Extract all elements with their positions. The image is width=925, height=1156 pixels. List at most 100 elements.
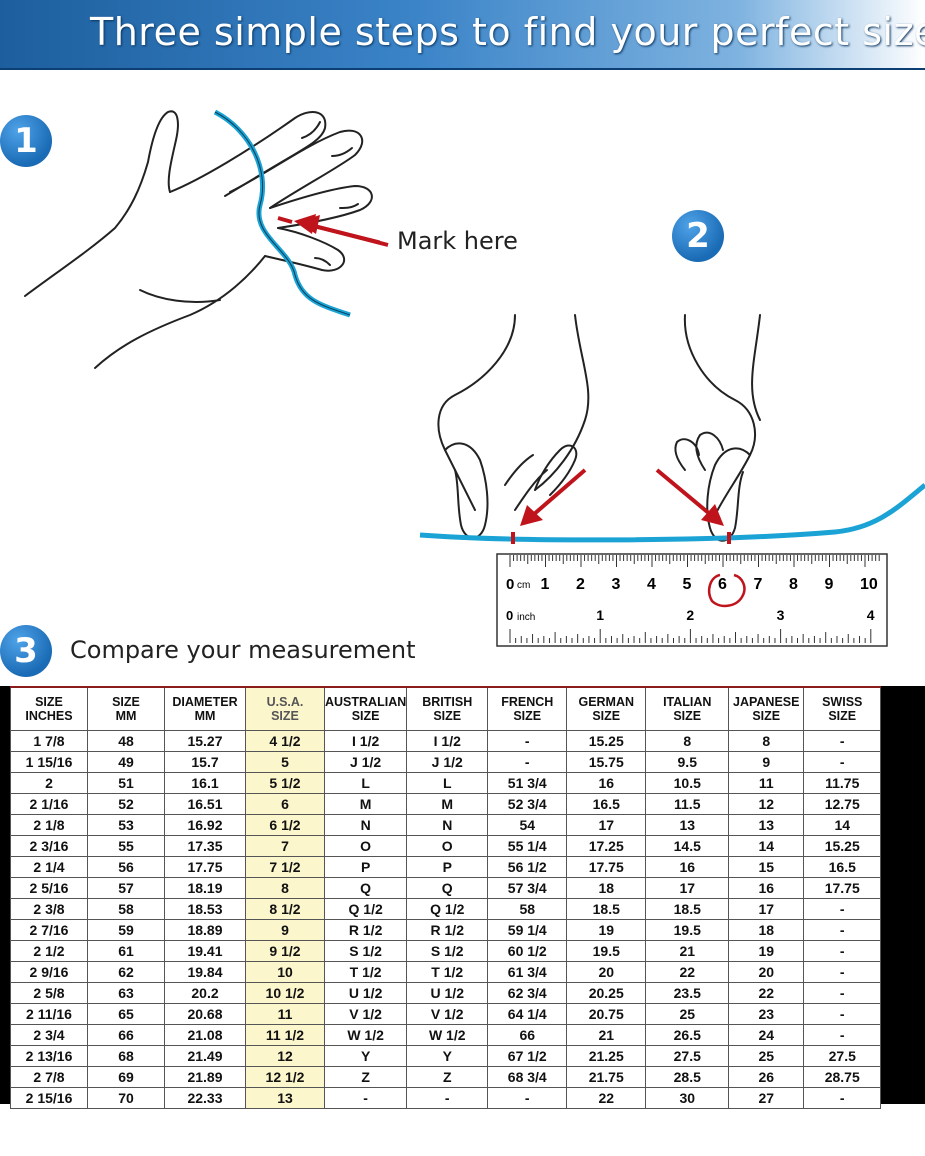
column-header-line: DIAMETER <box>172 695 238 709</box>
cell-italian-size: 14.5 <box>645 835 730 857</box>
column-header-line: U.S.A. <box>266 695 304 709</box>
cell-japanese-size: 12 <box>728 793 805 815</box>
step-2-badge: 2 <box>672 210 724 262</box>
cell-italian-size: 21 <box>645 940 730 962</box>
arrow-right-icon <box>655 468 724 526</box>
cell-italian-size: 19.5 <box>645 919 730 941</box>
cell-japanese-size: 14 <box>728 835 805 857</box>
cell-british-size: - <box>406 1087 489 1109</box>
cell-german-size: 16.5 <box>566 793 647 815</box>
cell-german-size: 18 <box>566 877 647 899</box>
cell-japanese-size: 22 <box>728 982 805 1004</box>
column-header-line: MM <box>115 709 137 723</box>
cell-size-mm: 61 <box>87 940 165 962</box>
cell-italian-size: 25 <box>645 1003 730 1025</box>
cell-australian-size: M <box>323 793 408 815</box>
cm-tick-label: 1 <box>541 576 550 593</box>
measuring-string <box>419 483 925 543</box>
column-header-line: AUSTRALIAN <box>325 695 407 709</box>
ruler-cm-unit: cm <box>517 580 530 591</box>
cell-british-size: R 1/2 <box>406 919 489 941</box>
cell-diameter-mm: 18.89 <box>164 919 246 941</box>
cell-usa-size: 10 <box>245 961 325 983</box>
column-header-line: SWISS <box>822 695 863 709</box>
cell-french-size: 60 1/2 <box>487 940 568 962</box>
cell-japanese-size: 16 <box>728 877 805 899</box>
cell-size-inches: 1 15/16 <box>10 751 88 773</box>
hands-holding-string-illustration <box>419 314 925 544</box>
cell-japanese-size: 9 <box>728 751 805 773</box>
cell-japanese-size: 20 <box>728 961 805 983</box>
cell-italian-size: 16 <box>645 856 730 878</box>
cell-diameter-mm: 16.1 <box>164 772 246 794</box>
column-header-line: SIZE <box>592 709 621 723</box>
inch-tick-label: 2 <box>686 607 694 623</box>
cell-swiss-size: - <box>803 940 882 962</box>
ruler-inch-unit: inch <box>517 612 535 623</box>
cell-usa-size: 6 1/2 <box>245 814 325 836</box>
cell-french-size: 55 1/4 <box>487 835 568 857</box>
cell-size-mm: 63 <box>87 982 165 1004</box>
cell-australian-size: T 1/2 <box>323 961 408 983</box>
cell-french-size: 56 1/2 <box>487 856 568 878</box>
step-1-badge: 1 <box>0 115 52 167</box>
cell-australian-size: Z <box>323 1066 408 1088</box>
cell-swiss-size: 28.75 <box>803 1066 882 1088</box>
inch-tick-label: 1 <box>596 607 604 623</box>
cell-german-size: 17.75 <box>566 856 647 878</box>
column-header-line: SIZE <box>271 709 299 723</box>
cell-italian-size: 28.5 <box>645 1066 730 1088</box>
cell-british-size: M <box>406 793 489 815</box>
cell-australian-size: P <box>323 856 408 878</box>
cell-size-inches: 2 7/16 <box>10 919 88 941</box>
cell-british-size: W 1/2 <box>406 1024 489 1046</box>
cell-british-size: Y <box>406 1045 489 1067</box>
cell-size-inches: 2 7/8 <box>10 1066 88 1088</box>
cell-diameter-mm: 21.89 <box>164 1066 246 1088</box>
cell-french-size: - <box>487 1087 568 1109</box>
cell-british-size: T 1/2 <box>406 961 489 983</box>
cm-tick-label: 3 <box>612 576 621 593</box>
cell-german-size: 19 <box>566 919 647 941</box>
cell-swiss-size: 14 <box>803 814 882 836</box>
cell-swiss-size: - <box>803 1003 882 1025</box>
cell-size-mm: 56 <box>87 856 165 878</box>
arrow-left-icon <box>520 468 587 526</box>
column-header-line: FRENCH <box>501 695 554 709</box>
cell-usa-size: 11 <box>245 1003 325 1025</box>
cell-british-size: S 1/2 <box>406 940 489 962</box>
hand-with-string-illustration <box>24 109 380 369</box>
cell-diameter-mm: 21.08 <box>164 1024 246 1046</box>
cell-usa-size: 8 1/2 <box>245 898 325 920</box>
cell-german-size: 16 <box>566 772 647 794</box>
cell-german-size: 15.75 <box>566 751 647 773</box>
cell-japanese-size: 8 <box>728 730 805 752</box>
cell-japanese-size: 18 <box>728 919 805 941</box>
cell-usa-size: 6 <box>245 793 325 815</box>
cell-australian-size: J 1/2 <box>323 751 408 773</box>
cell-german-size: 20.25 <box>566 982 647 1004</box>
cell-australian-size: O <box>323 835 408 857</box>
cell-italian-size: 26.5 <box>645 1024 730 1046</box>
cell-italian-size: 11.5 <box>645 793 730 815</box>
cell-french-size: 64 1/4 <box>487 1003 568 1025</box>
compare-measurement-label: Compare your measurement <box>70 636 416 664</box>
cell-swiss-size: - <box>803 919 882 941</box>
cell-italian-size: 13 <box>645 814 730 836</box>
cm-tick-label: 10 <box>860 576 878 593</box>
column-header-line: SIZE <box>828 709 857 723</box>
cell-usa-size: 13 <box>245 1087 325 1109</box>
cell-size-mm: 69 <box>87 1066 165 1088</box>
cell-german-size: 19.5 <box>566 940 647 962</box>
cell-swiss-size: 17.75 <box>803 877 882 899</box>
